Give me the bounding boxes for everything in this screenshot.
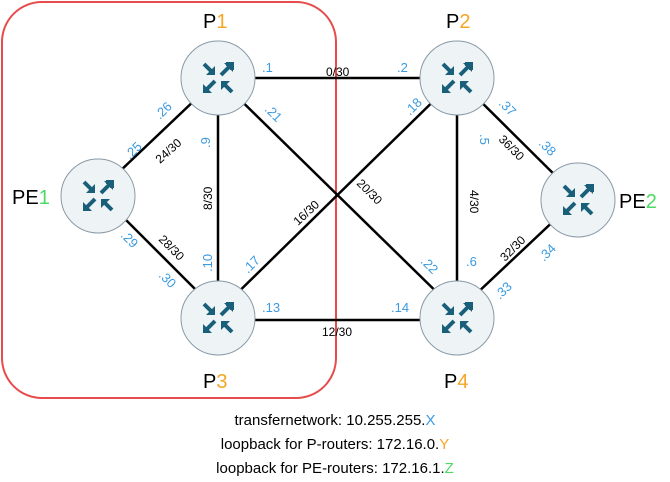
ip-label: .34 [536,241,559,264]
ip-label: .5 [477,134,492,145]
subnet-label: 12/30 [322,325,352,339]
ip-label: .6 [466,254,477,269]
router-name-pe2: PE2 [619,191,657,213]
legend-variable-y: Y [439,436,450,453]
ip-label: .9 [198,137,213,148]
router-p2[interactable] [419,40,495,116]
legend-variable-x: X [425,412,436,429]
ip-label: .10 [200,254,215,272]
legend-text: loopback for PE-routers: 172.16.1. [216,460,445,477]
ip-label: .1 [262,60,273,75]
pe1-site-box [1,1,337,399]
router-name-p4: P4 [444,371,468,393]
router-pe2[interactable] [540,162,616,238]
subnet-label: 0/30 [326,65,350,79]
subnet-label: 28/30 [156,232,187,263]
subnet-label: 16/30 [290,197,322,228]
subnet-label: 20/30 [354,176,385,207]
legend-variable-z: Z [444,460,454,477]
ip-label: .21 [262,102,285,125]
subnet-label: 8/30 [201,186,215,210]
router-p3[interactable] [180,280,256,356]
ip-label: .25 [122,139,145,162]
router-name-p2: P2 [446,11,470,33]
router-name-p1: P1 [203,11,227,33]
ip-label: .38 [536,136,559,159]
ip-label: .33 [492,279,515,302]
ip-label: .18 [402,95,425,118]
ip-label: .2 [397,60,408,75]
router-pe1[interactable] [60,158,136,234]
legend-loopback-pe: loopback for PE-routers: 172.16.1.Z [0,460,670,477]
legend-text: transfernetwork: 10.255.255. [234,412,426,429]
legend-loopback-p: loopback for P-routers: 172.16.0.Y [0,436,670,453]
ip-label: .14 [391,300,409,315]
router-p1[interactable] [180,40,256,116]
ip-label: .13 [262,300,280,315]
router-name-p3: P3 [203,371,227,393]
subnet-label: 36/30 [496,132,527,163]
link-p1-p4 [217,77,458,313]
ip-label: .22 [418,254,441,277]
router-name-pe1: PE1 [12,187,50,209]
legend-text: loopback for P-routers: 172.16.0. [220,436,440,453]
subnet-label: 24/30 [153,136,185,167]
router-p4[interactable] [419,280,495,356]
ip-label: .37 [496,96,519,119]
ip-label: .26 [152,99,175,122]
subnet-label: 4/30 [467,190,481,214]
legend-transfernetwork: transfernetwork: 10.255.255.X [0,412,670,429]
